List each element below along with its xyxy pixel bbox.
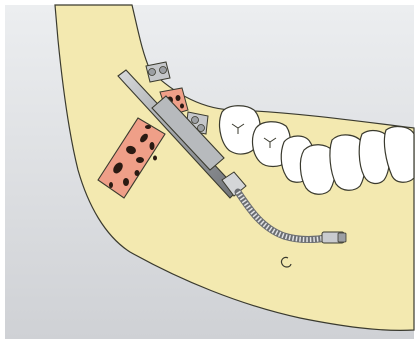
top-edge (0, 0, 419, 5)
upper-fixation-plate (146, 62, 170, 82)
